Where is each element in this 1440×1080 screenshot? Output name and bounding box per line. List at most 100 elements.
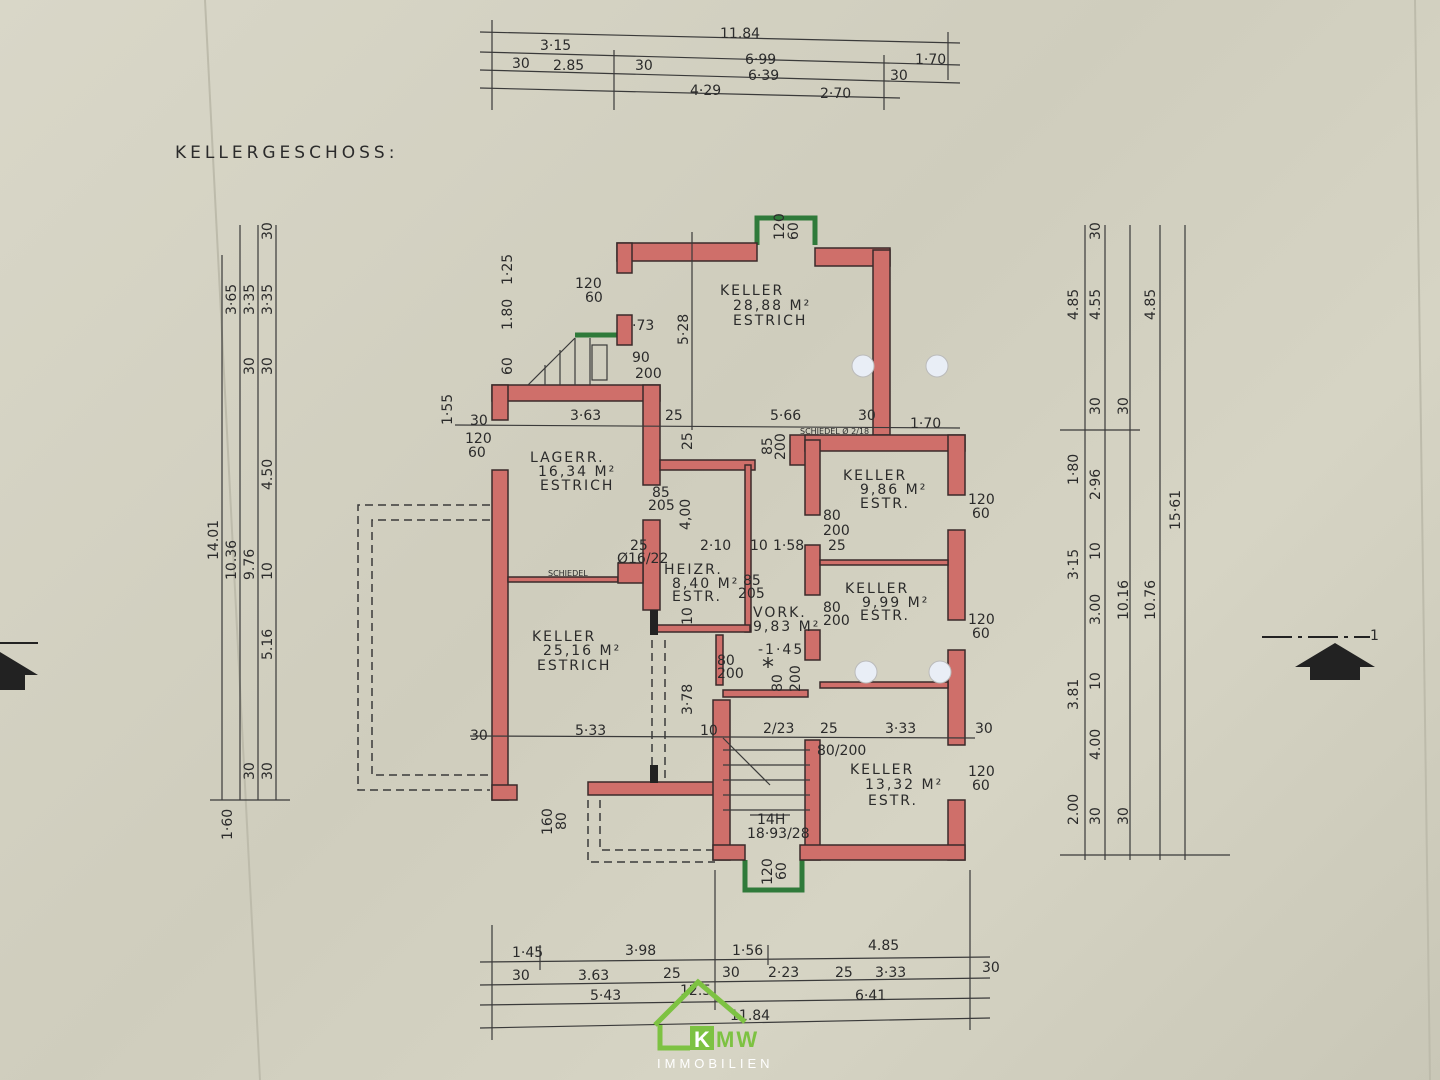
dimension-label: 30 <box>858 408 876 424</box>
dimension-label: 30 <box>470 413 488 429</box>
dimension-label: 11.84 <box>720 26 760 42</box>
dimension-label: 80 <box>770 674 786 692</box>
dimension-label: 60 <box>585 290 603 306</box>
dimension-label: 6·39 <box>748 68 779 84</box>
dimension-label: 13,32 M² <box>865 777 943 793</box>
dimension-label: 200 <box>635 366 662 382</box>
dimension-label: 6·41 <box>855 988 886 1004</box>
inner-dimensions: 120 60 1·25 1.80 60 5·28 ·73 90 200 1·55… <box>440 213 995 885</box>
dimension-label: ESTRICH <box>537 658 611 674</box>
dimension-label: 9.76 <box>242 549 258 580</box>
dimension-label: Ø16/22 <box>617 551 668 567</box>
dimension-label: KELLER <box>845 581 909 597</box>
dimension-label: IMMOBILIEN <box>657 1056 774 1071</box>
dimension-label: 5.16 <box>260 629 276 660</box>
dimension-label: 120 <box>968 764 995 780</box>
dimension-label: 3·15 <box>540 38 571 54</box>
dimension-label: 2·96 <box>1088 469 1104 500</box>
stairs-inside <box>722 737 810 816</box>
dimension-label: 2.85 <box>553 58 584 74</box>
dimension-label: 30 <box>260 762 276 780</box>
dimension-label: 2/23 <box>763 721 794 737</box>
dimension-label: 2·70 <box>820 86 851 102</box>
room-keller-1: KELLER 28,88 M² ESTRICH <box>720 283 811 329</box>
stairs-outside <box>527 337 608 386</box>
dimension-label: 30 <box>722 965 740 981</box>
dimension-label: 200 <box>823 523 850 539</box>
dimension-label: 1·80 <box>1066 454 1082 485</box>
dimension-label: 80 <box>717 653 735 669</box>
dimension-label: 85 <box>743 573 761 589</box>
dimension-label: 60 <box>774 862 790 880</box>
dimension-label: VORK. <box>753 605 807 621</box>
dimension-label: 85 <box>760 437 776 455</box>
dimension-label: 4·29 <box>690 83 721 99</box>
dimension-label: KELLER <box>532 629 596 645</box>
dimension-label: 120 <box>760 858 776 885</box>
dimension-label: 3.81 <box>1066 679 1082 710</box>
dimension-label: 3·35 <box>260 284 276 315</box>
dimension-label: 25 <box>820 721 838 737</box>
dimension-label: 3·15 <box>1066 549 1082 580</box>
left-dimensions: 30 3·65 3·35 3·35 30 30 14.01 10.36 9.76… <box>206 222 290 840</box>
dimension-label: 3·63 <box>570 408 601 424</box>
dimension-label: 200 <box>788 665 804 692</box>
dimension-label: ESTR. <box>860 608 910 624</box>
dimension-label: 25 <box>680 432 696 450</box>
dimension-label: ESTR. <box>860 496 910 512</box>
dimension-label: 30 <box>242 357 258 375</box>
room-keller-3: KELLER 9,86 M² ESTR. <box>843 468 925 512</box>
dimension-label: 28,88 M² <box>733 298 811 314</box>
dimension-label: 30 <box>512 968 530 984</box>
dimension-label: HEIZR. <box>664 562 723 578</box>
room-keller-5: KELLER 13,32 M² ESTR. <box>850 762 943 809</box>
dimension-label: 30 <box>260 222 276 240</box>
dimension-label: 5·66 <box>770 408 801 424</box>
dimension-label: 3·65 <box>224 284 240 315</box>
punch-hole <box>851 354 875 378</box>
stair-steps: 14H <box>757 812 785 828</box>
dimension-label: 60 <box>500 357 516 375</box>
dimension-label: 30 <box>1088 397 1104 415</box>
room-keller-2: KELLER 25,16 M² ESTRICH <box>532 629 621 674</box>
dimension-label: KELLER <box>843 468 907 484</box>
dimension-label: 120 <box>772 213 788 240</box>
dimension-label: 1·70 <box>915 52 946 68</box>
dimension-label: 10.16 <box>1116 580 1132 620</box>
dimension-label: 2·10 <box>700 538 731 554</box>
terrace-outline <box>357 504 490 791</box>
dimension-label: 4.85 <box>1143 289 1159 320</box>
dimension-label: KELLER <box>720 283 784 299</box>
dimension-label: 30 <box>1116 807 1132 825</box>
dimension-label: 60 <box>972 506 990 522</box>
walls <box>491 242 966 861</box>
dimension-label: 1 <box>1370 628 1379 644</box>
dimension-label: 25,16 M² <box>543 643 621 659</box>
dimension-label: 160 <box>540 808 556 835</box>
dimension-label: 2·23 <box>768 965 799 981</box>
punch-hole <box>925 354 949 378</box>
svg-text:MW: MW <box>716 1027 759 1052</box>
dimension-label: 5·33 <box>575 723 606 739</box>
dimension-label: ESTRICH <box>733 313 807 329</box>
dimension-label: 90 <box>632 350 650 366</box>
dimension-label: KELLER <box>850 762 914 778</box>
dimension-label: ESTRICH <box>540 478 614 494</box>
dimension-label: 4.55 <box>1088 289 1104 320</box>
dimension-label: 200 <box>717 666 744 682</box>
room-heizraum: HEIZR. 8,40 M² ESTR. <box>664 562 737 605</box>
dimension-label: 120 <box>968 612 995 628</box>
dimension-label: 3·33 <box>885 721 916 737</box>
chimney-label: SCHIEDEL <box>548 569 588 578</box>
dimension-label: 10 <box>1088 672 1104 690</box>
terrace-outline-inner <box>371 519 490 776</box>
paper-fold <box>204 0 261 1080</box>
punch-hole <box>928 660 952 684</box>
dimension-label: 9,83 M² <box>753 619 820 635</box>
dimension-label: 10 <box>680 607 696 625</box>
dimension-label: 9,99 M² <box>862 595 929 611</box>
dimension-label: 80 <box>823 600 841 616</box>
dimension-label: 25 <box>663 966 681 982</box>
right-dimensions: 30 4.85 4.55 4.85 30 30 1·80 2·96 15·61 … <box>1060 222 1230 860</box>
